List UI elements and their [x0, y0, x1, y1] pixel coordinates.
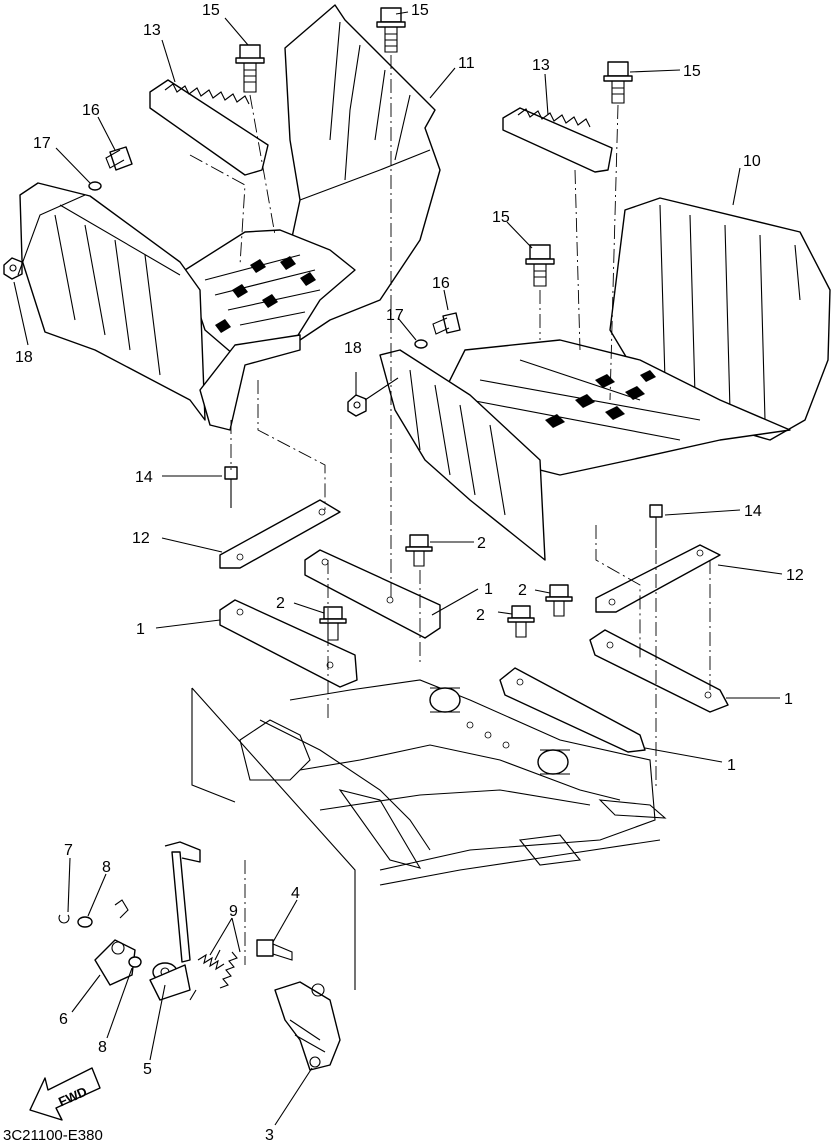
- bolt-4: [256, 939, 293, 961]
- callout-2: 2: [476, 607, 485, 624]
- washer-8-a: [77, 916, 93, 928]
- plate-12-left: [219, 499, 341, 569]
- callout-14: 14: [744, 503, 762, 520]
- callout-15: 15: [202, 2, 220, 19]
- bracket-1-d: [499, 667, 646, 753]
- bracket-1-b: [219, 599, 358, 688]
- rivet-14-right: [649, 504, 663, 548]
- diagram-code: 3C21100-E380: [3, 1127, 103, 1143]
- callout-8: 8: [98, 1039, 107, 1056]
- right-footrest-board: [379, 197, 831, 561]
- callout-1: 1: [727, 757, 736, 774]
- callout-17: 17: [386, 307, 404, 324]
- bolt-2-a: [405, 534, 433, 567]
- clip-7: [58, 914, 70, 924]
- callout-8: 8: [102, 859, 111, 876]
- callout-7: 7: [64, 842, 73, 859]
- rivet-14-left: [224, 466, 238, 508]
- callout-5: 5: [143, 1061, 152, 1078]
- springs-9: [189, 949, 238, 1001]
- bolt-15-left: [235, 44, 265, 93]
- brake-pedal-5: [149, 841, 201, 1001]
- bracket-1-c: [589, 629, 729, 713]
- foot-peg-left: [149, 79, 269, 176]
- callout-13: 13: [532, 57, 550, 74]
- washer-17-right: [414, 339, 428, 349]
- callout-3: 3: [265, 1127, 274, 1143]
- foot-peg-right: [502, 107, 613, 173]
- callout-1: 1: [484, 581, 493, 598]
- bolt-15-top: [376, 7, 406, 53]
- nut-18-right: [347, 394, 367, 417]
- bolt-15-right: [603, 61, 633, 104]
- callout-16: 16: [432, 275, 450, 292]
- callout-9: 9: [229, 903, 238, 920]
- assembly-lines: [189, 55, 711, 965]
- left-footrest-board: [19, 4, 441, 431]
- callout-12: 12: [132, 530, 150, 547]
- callout-12: 12: [786, 567, 804, 584]
- callout-6: 6: [59, 1011, 68, 1028]
- callout-14: 14: [135, 469, 153, 486]
- callout-2: 2: [477, 535, 486, 552]
- bolt-16-left: [105, 146, 133, 171]
- washer-8-b: [128, 956, 142, 968]
- bracket-1-a: [304, 549, 441, 639]
- fwd-arrow-icon: FWD: [29, 1067, 101, 1121]
- leader-lines: [13, 11, 783, 1126]
- washer-17-left: [88, 181, 102, 191]
- nut-18-left: [3, 257, 23, 280]
- callout-1: 1: [136, 621, 145, 638]
- callout-labels: 15 15 15 15 11 10 13 13 16 16 17 17 18 1…: [15, 2, 804, 1143]
- callout-10: 10: [743, 153, 761, 170]
- callout-2: 2: [276, 595, 285, 612]
- callout-11: 11: [458, 55, 475, 72]
- callout-15: 15: [411, 2, 429, 19]
- bolt-15-mid: [525, 244, 555, 287]
- callout-18: 18: [15, 349, 33, 366]
- bolt-2-d: [507, 605, 535, 638]
- callout-17: 17: [33, 135, 51, 152]
- brake-lever-3: [274, 981, 341, 1071]
- callout-1: 1: [784, 691, 793, 708]
- bolt-16-right: [432, 312, 461, 335]
- callout-18: 18: [344, 340, 362, 357]
- callout-13: 13: [143, 22, 161, 39]
- callout-4: 4: [291, 885, 300, 902]
- plate-12-right: [595, 544, 721, 613]
- bolt-2-c: [545, 584, 573, 617]
- callout-15: 15: [492, 209, 510, 226]
- frame-outline: [191, 679, 667, 990]
- callout-15: 15: [683, 63, 701, 80]
- link-6: [94, 899, 136, 986]
- bolt-2-b: [319, 606, 347, 641]
- callout-16: 16: [82, 102, 100, 119]
- callout-2: 2: [518, 582, 527, 599]
